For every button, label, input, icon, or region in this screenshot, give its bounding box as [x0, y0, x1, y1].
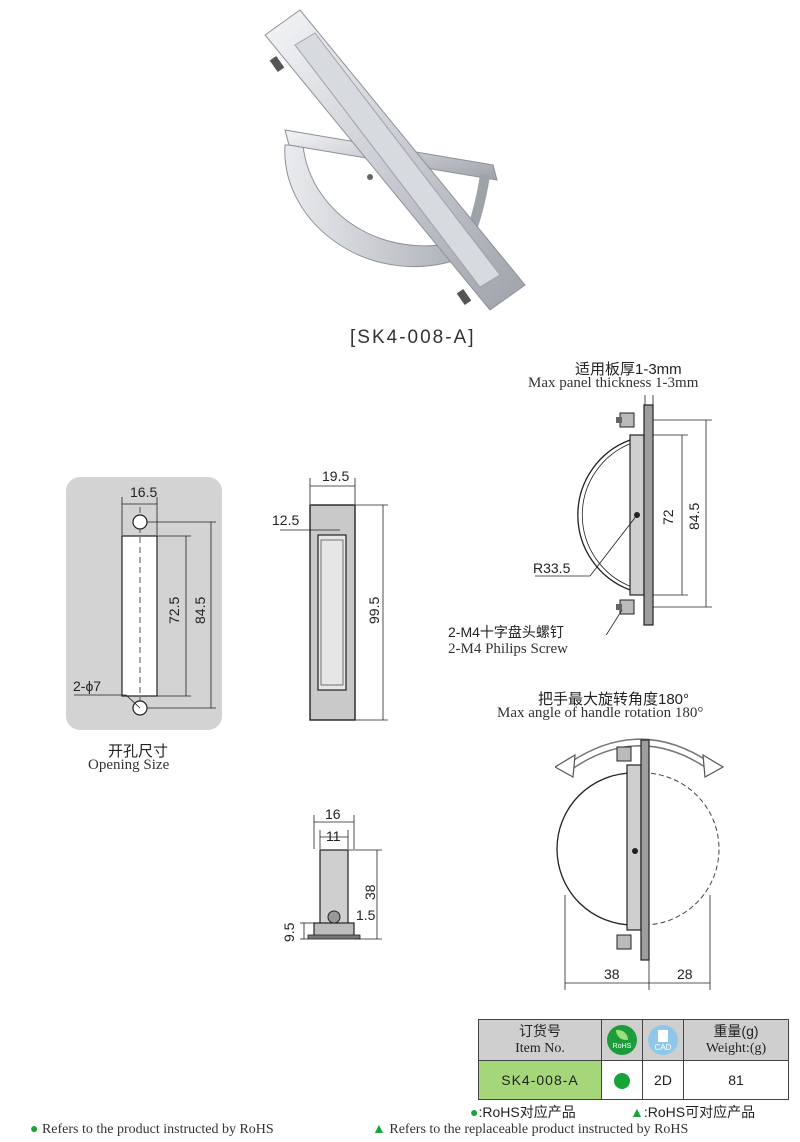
panel-dim-outer: 84.5: [686, 502, 702, 530]
header-cad: CAD: [642, 1019, 684, 1061]
rotation-title-en: Max angle of handle rotation 180°: [497, 705, 704, 721]
footer-replace: ▲ Refers to the replaceable product inst…: [372, 1122, 689, 1137]
front-dim-inner: 12.5: [272, 512, 300, 528]
opening-dim-height-outer: 84.5: [192, 596, 208, 624]
header-item-cn: 订货号: [519, 1023, 561, 1039]
opening-title-cn: 开孔尺寸: [108, 743, 169, 760]
side-dim-width: 16: [325, 806, 341, 822]
panel-view-drawing: [535, 395, 712, 635]
cad-cell: 2D: [642, 1060, 684, 1100]
opening-size-drawing: [74, 497, 216, 717]
legend-replace: ▲:RoHS可对应产品: [630, 1104, 756, 1120]
rotation-dim-left: 38: [604, 966, 620, 982]
triangle-icon: ▲: [372, 1122, 386, 1137]
front-view-drawing: [280, 478, 388, 721]
front-dim-width: 19.5: [322, 468, 350, 484]
front-dim-height: 99.5: [366, 596, 382, 624]
header-weight-en: Weight:(g): [705, 1041, 767, 1056]
footer-rohs: ● Refers to the product instructed by Ro…: [30, 1122, 274, 1137]
item-no-cell: SK4-008-A: [478, 1060, 602, 1100]
header-rohs: RoHS: [601, 1019, 643, 1061]
header-weight: 重量(g) Weight:(g): [683, 1019, 789, 1061]
opening-dim-width: 16.5: [130, 484, 158, 500]
side-dim-height: 38: [362, 884, 378, 900]
side-dim-base: 9.5: [281, 922, 297, 942]
triangle-icon: ▲: [630, 1104, 644, 1120]
side-dim-inner: 11: [326, 828, 341, 844]
panel-dim-inner: 72: [660, 509, 676, 525]
opening-dim-height-inner: 72.5: [166, 596, 182, 624]
model-caption: [SK4-008-A]: [350, 327, 476, 348]
weight-cell: 81: [683, 1060, 789, 1100]
opening-hole-label: 2-ϕ7: [73, 678, 102, 694]
rohs-cell: [601, 1060, 643, 1100]
header-item-en: Item No.: [515, 1041, 565, 1056]
panel-radius-label: R33.5: [533, 560, 571, 576]
dot-icon: ●: [470, 1104, 479, 1120]
rotation-dim-right: 28: [677, 966, 693, 982]
cad-icon: CAD: [648, 1025, 678, 1055]
panel-title-en: Max panel thickness 1-3mm: [528, 375, 699, 391]
header-item: 订货号 Item No.: [478, 1019, 602, 1061]
rotation-title-cn: 把手最大旋转角度180°: [538, 691, 690, 708]
product-photo: [264, 9, 526, 311]
panel-screw-en: 2-M4 Philips Screw: [448, 641, 568, 657]
panel-screw-cn: 2-M4十字盘头螺钉: [448, 624, 564, 640]
side-dim-small: 1.5: [356, 907, 376, 923]
rohs-icon: RoHS: [607, 1025, 637, 1055]
opening-title-en: Opening Size: [88, 757, 170, 773]
header-weight-cn: 重量(g): [713, 1023, 759, 1039]
legend-rohs: ●:RoHS对应产品: [470, 1104, 576, 1120]
dot-icon: ●: [30, 1122, 39, 1137]
side-view-drawing: [300, 815, 382, 940]
spec-table: 订货号 Item No. RoHS CAD 重量(g) Weight:(g) S…: [478, 1019, 789, 1100]
rohs-dot-icon: [614, 1072, 630, 1089]
rotation-view-drawing: [555, 738, 725, 990]
panel-title-cn: 适用板厚1-3mm: [575, 361, 682, 378]
